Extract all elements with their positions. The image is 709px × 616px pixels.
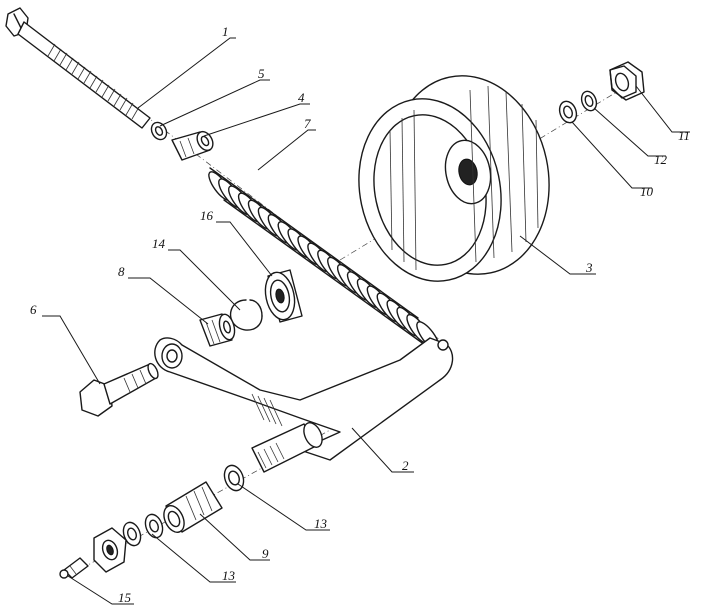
shaft-stub — [251, 422, 323, 473]
sleeve-lower — [163, 481, 223, 533]
pulley — [358, 75, 550, 282]
tension-spring — [208, 167, 440, 351]
callout-1: 1 — [222, 24, 229, 39]
main-axis-line — [19, 19, 441, 341]
leader-lines — [42, 37, 690, 605]
grease-fitting — [59, 557, 89, 579]
callout-4: 4 — [298, 90, 305, 105]
washer-small — [558, 100, 578, 124]
callout-8: 8 — [118, 264, 125, 279]
lock-nut — [93, 527, 127, 573]
tension-arm — [154, 337, 454, 461]
callout-13-upper: 13 — [314, 516, 328, 531]
washer-lower — [223, 464, 245, 492]
callout-13-lower: 13 — [222, 568, 236, 583]
retaining-ring — [229, 299, 263, 331]
pulley-surface-hatching — [389, 85, 539, 271]
callout-14: 14 — [152, 236, 166, 251]
callout-9: 9 — [262, 546, 269, 561]
lock-washer — [580, 90, 598, 112]
axle-bolt — [5, 7, 151, 129]
spacer-sleeve — [171, 130, 214, 161]
bolt-thread-hatching — [47, 43, 140, 120]
callout-10: 10 — [640, 184, 654, 199]
callout-2: 2 — [402, 458, 409, 473]
washer-pair — [122, 513, 164, 547]
callout-6: 6 — [30, 302, 37, 317]
ball-bearing — [264, 269, 303, 323]
bushing — [199, 313, 236, 347]
callout-11: 11 — [678, 128, 690, 143]
callout-3: 3 — [585, 260, 593, 275]
callout-7: 7 — [304, 116, 311, 131]
callout-12: 12 — [654, 152, 668, 167]
pivot-bolt — [79, 362, 159, 417]
washer — [150, 121, 168, 141]
callout-5: 5 — [258, 66, 265, 81]
callout-labels: 1 5 4 7 16 14 8 6 2 13 9 13 15 3 10 12 1… — [30, 24, 690, 605]
hex-nut — [609, 61, 645, 101]
callout-16: 16 — [200, 208, 214, 223]
callout-15: 15 — [118, 590, 132, 605]
